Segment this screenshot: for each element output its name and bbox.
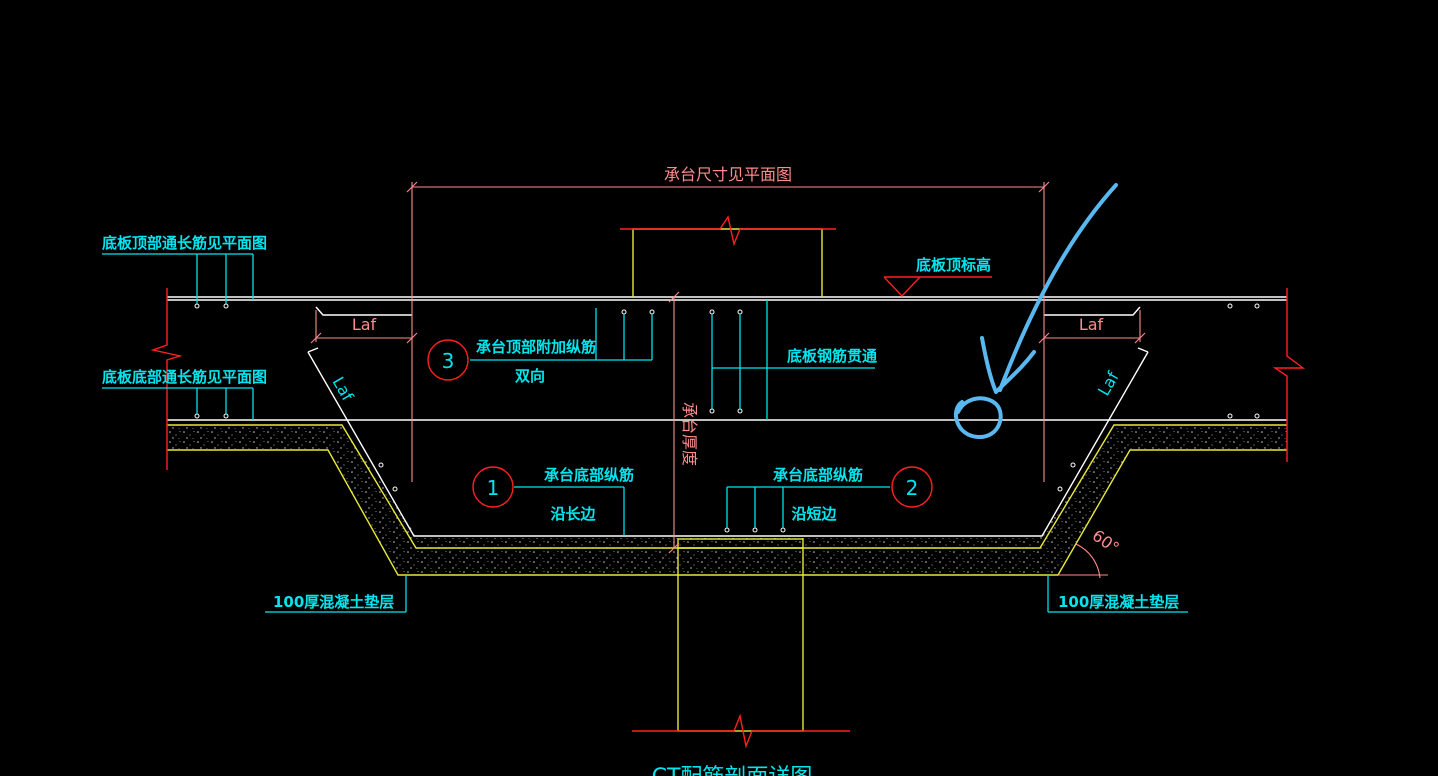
bubble-3-circle — [427, 339, 469, 381]
leader-top-left — [102, 253, 254, 304]
leader-cushion-right — [1047, 575, 1188, 613]
markup-circle — [953, 396, 1003, 440]
markup-arrow-shaft — [998, 183, 1118, 392]
pile — [677, 538, 804, 732]
label-laf-top-right: Laf — [1079, 315, 1104, 334]
concrete-cushion — [167, 425, 1287, 575]
label-slab-top-elev: 底板顶标高 — [916, 256, 991, 274]
label-cap-bottom-2: 承台底部纵筋 — [773, 466, 863, 484]
dim-laf-right — [1038, 310, 1146, 344]
label-cushion-right: 100厚混凝土垫层 — [1058, 593, 1179, 611]
dim-laf-left — [310, 310, 418, 344]
bubble-3-label: 3 — [442, 349, 455, 373]
leader-slab-through — [711, 300, 875, 420]
bubble-2-label: 2 — [906, 476, 919, 500]
markup-arrow-head — [980, 336, 1036, 394]
elevation-symbol — [883, 276, 992, 298]
leader-cap-bottom-1 — [514, 486, 625, 536]
cushion-bottom-line — [167, 449, 1287, 576]
dim-cap-thickness — [668, 291, 680, 554]
label-cap-size: 承台尺寸见平面图 — [664, 165, 792, 184]
rebar-slope-right-hook — [1137, 347, 1149, 353]
drawing-title: CT配筋剖面详图 — [652, 765, 813, 776]
pile-break-line — [632, 713, 850, 749]
bubble-1-circle — [472, 466, 514, 508]
bubble-2-circle — [891, 466, 933, 508]
label-along-short: 沿短边 — [791, 505, 837, 523]
cap-bottom-outline — [307, 351, 1149, 537]
label-bidirectional: 双向 — [515, 367, 545, 385]
rebar-dots — [194, 303, 1260, 533]
rebar-top-right-hook — [1044, 306, 1141, 316]
label-laf-top-left: Laf — [352, 315, 377, 334]
left-break-line — [150, 288, 183, 470]
angle-mark — [1058, 543, 1108, 579]
leader-bottom-left — [102, 387, 254, 420]
leader-cap-top — [470, 308, 653, 361]
leader-cushion-left — [265, 575, 407, 613]
label-along-long: 沿长边 — [550, 505, 596, 523]
label-cap-top-extra: 承台顶部附加纵筋 — [476, 338, 596, 356]
label-angle: 60° — [1089, 526, 1123, 558]
rebar-top-left-hook — [315, 306, 412, 316]
rebar-slope-left-hook — [307, 347, 319, 353]
label-cap-thickness: 承台厚度 — [680, 402, 699, 466]
label-cushion-left: 100厚混凝土垫层 — [273, 593, 394, 611]
label-slab-top-rebar: 底板顶部通长筋见平面图 — [102, 234, 267, 252]
label-cap-bottom-1: 承台底部纵筋 — [544, 466, 634, 484]
leader-cap-bottom-2 — [726, 486, 890, 528]
markup-annotation — [953, 183, 1118, 440]
dim-cap-size — [406, 181, 1050, 482]
column-break-line — [620, 215, 836, 247]
bubble-1-label: 1 — [487, 476, 500, 500]
label-laf-slope-left: Laf — [329, 374, 358, 405]
label-slab-through: 底板钢筋贯通 — [787, 347, 877, 365]
label-slab-bottom-rebar: 底板底部通长筋见平面图 — [102, 368, 267, 386]
column-above — [632, 228, 823, 297]
right-break-line — [1272, 288, 1306, 462]
label-laf-slope-right: Laf — [1094, 368, 1123, 399]
